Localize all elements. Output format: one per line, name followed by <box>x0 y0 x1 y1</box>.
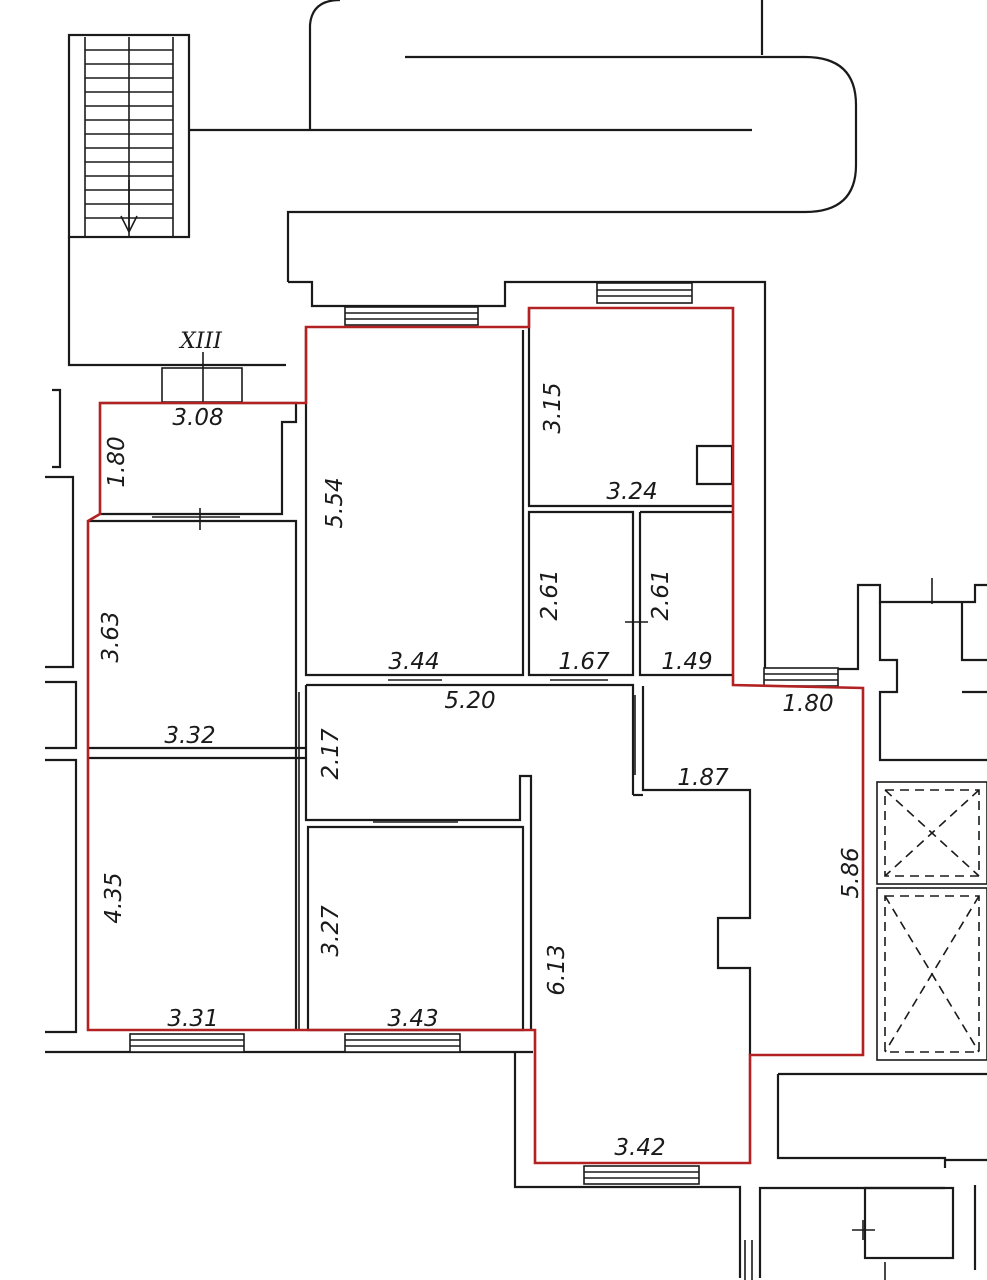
dim-3-08: 3.08 <box>172 405 223 431</box>
dim-1-87: 1.87 <box>677 765 729 791</box>
dim-1-80-left: 1.80 <box>104 436 130 487</box>
stair-steps <box>85 49 173 219</box>
dim-3-27: 3.27 <box>318 905 344 957</box>
staircase <box>67 33 191 239</box>
window-top-right <box>596 282 693 304</box>
window-top-bedroom <box>344 306 479 326</box>
dim-4-35: 4.35 <box>101 872 127 923</box>
dim-6-13: 6.13 <box>544 944 570 995</box>
dim-3-15: 3.15 <box>540 382 566 433</box>
dim-1-80-right: 1.80 <box>782 691 833 717</box>
shaft-1 <box>876 781 987 885</box>
dim-3-42: 3.42 <box>614 1135 665 1161</box>
dim-2-61-a: 2.61 <box>537 569 563 620</box>
dim-5-20: 5.20 <box>444 688 495 714</box>
apartment-label: XIII <box>178 329 223 354</box>
windows <box>129 282 839 1185</box>
elevator-shafts <box>862 578 987 1061</box>
window-right-living <box>763 667 839 687</box>
entrance-door <box>161 367 243 403</box>
stair-arrow-icon <box>120 180 138 234</box>
dim-5-86: 5.86 <box>838 847 864 898</box>
exterior-structures <box>67 0 858 367</box>
outer-walls <box>45 280 987 1280</box>
dim-3-24: 3.24 <box>606 479 657 505</box>
dim-3-44: 3.44 <box>388 649 439 675</box>
window-bottom-left <box>129 1033 245 1053</box>
shaft-2 <box>876 887 987 1061</box>
dimension-labels: 3.08 1.80 5.54 3.15 3.24 3.63 2.61 2.61 … <box>98 382 864 1161</box>
dim-3-31: 3.31 <box>167 1006 218 1032</box>
dim-2-61-b: 2.61 <box>648 569 674 620</box>
dim-3-43: 3.43 <box>387 1006 438 1032</box>
dim-3-63: 3.63 <box>98 611 124 662</box>
window-bottom-right <box>583 1165 700 1185</box>
dim-2-17: 2.17 <box>318 728 344 780</box>
dim-3-32: 3.32 <box>164 723 215 749</box>
dim-1-67: 1.67 <box>558 649 610 675</box>
apartment-outline <box>86 306 865 1165</box>
interior-walls <box>88 310 752 1055</box>
dim-5-54: 5.54 <box>322 477 348 528</box>
window-bottom-center <box>344 1033 461 1053</box>
dim-1-49: 1.49 <box>661 649 712 675</box>
